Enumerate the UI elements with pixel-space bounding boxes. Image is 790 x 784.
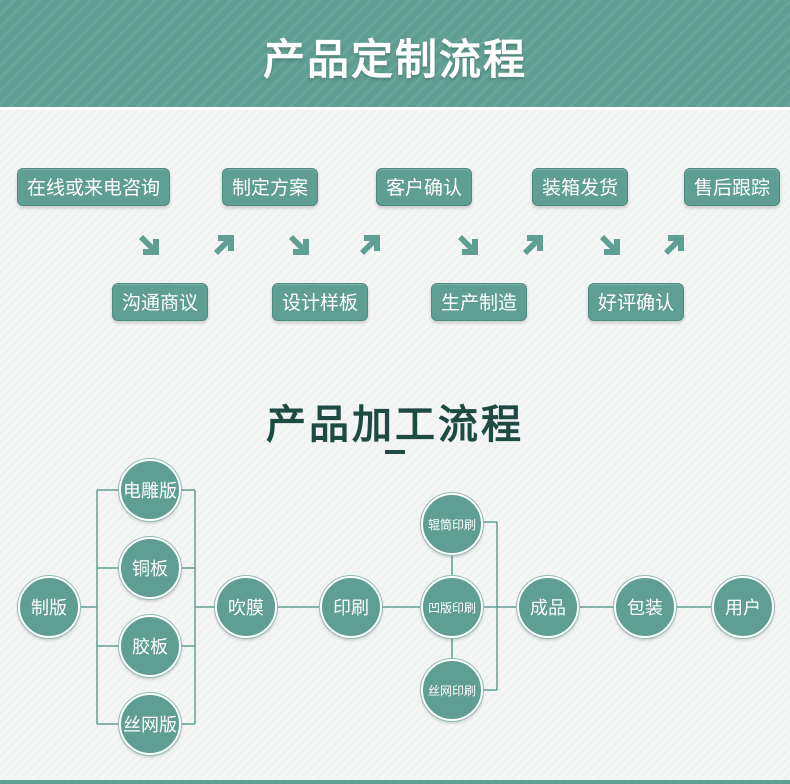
step-produce: 生产制造 (431, 283, 528, 321)
step-consult: 在线或来电咨询 (17, 168, 171, 206)
bottom-divider (0, 780, 790, 784)
step-sample: 设计样板 (272, 283, 369, 321)
arrow-down-right-icon (139, 235, 159, 255)
page-title: 产品定制流程 (262, 35, 527, 84)
node-plate-making: 制版 (18, 576, 80, 638)
node-customer: 用户 (712, 576, 774, 638)
arrow-up-right-icon (664, 235, 684, 255)
node-film-blowing: 吹膜 (215, 576, 277, 638)
arrow-up-right-icon (214, 235, 234, 255)
node-copper-plate: 铜板 (119, 537, 181, 599)
arrow-down-right-icon (600, 235, 620, 255)
step-negotiate: 沟通商议 (112, 283, 209, 321)
step-client-confirm: 客户确认 (376, 168, 473, 206)
node-screen-printing: 丝网印刷 (421, 659, 483, 721)
step-after-sales: 售后跟踪 (684, 168, 781, 206)
node-gravure-printing: 凹版印刷 (421, 576, 483, 638)
node-finished-product: 成品 (517, 576, 579, 638)
node-rubber-plate: 胶板 (119, 615, 181, 677)
node-electro-engraved-plate: 电雕版 (119, 459, 181, 521)
arrow-down-right-icon (458, 235, 478, 255)
header-banner: 产品定制流程 (0, 0, 790, 110)
step-plan: 制定方案 (222, 168, 319, 206)
node-printing: 印刷 (320, 576, 382, 638)
step-review: 好评确认 (588, 283, 685, 321)
arrow-up-right-icon (523, 235, 543, 255)
arrow-down-right-icon (289, 235, 309, 255)
step-ship: 装箱发货 (532, 168, 629, 206)
node-screen-plate: 丝网版 (119, 693, 181, 755)
arrow-up-right-icon (360, 235, 380, 255)
node-packaging: 包装 (614, 576, 676, 638)
node-roller-printing: 辊筒印刷 (421, 493, 483, 555)
section-title: 产品加工流程 (266, 402, 524, 448)
title-underline (385, 450, 405, 454)
